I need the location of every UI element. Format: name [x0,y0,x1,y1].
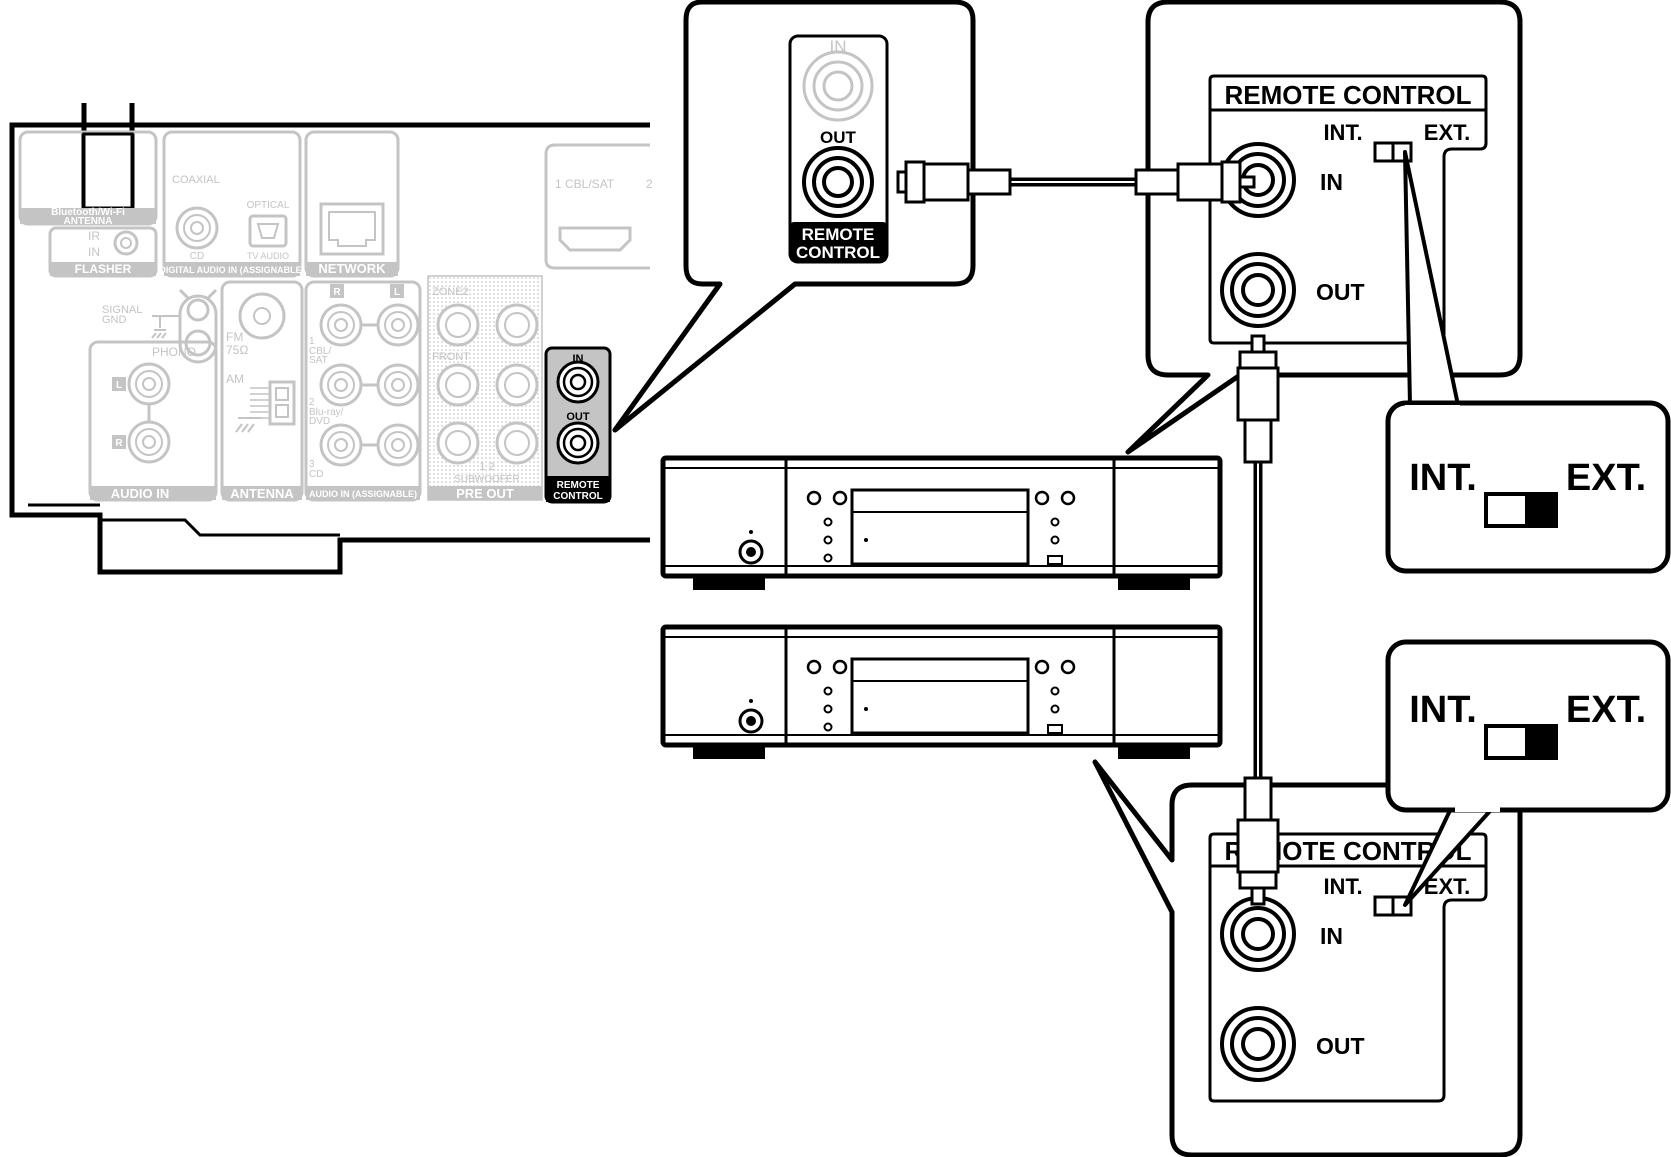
phono-r-label: R [115,438,123,449]
pre-out-label: PRE OUT [456,486,514,501]
fm-am-antenna: FM 75Ω AM ANTENNA [220,280,304,502]
digital-audio-in-section: COAXIAL CD OPTICAL TV AUDIO DIGITAL AUDI… [159,130,305,278]
device2-out-label: OUT [1316,1033,1365,1059]
am-label: AM [226,372,244,386]
bluetooth-wifi-antenna-terminal: Bluetooth/Wi-Fi ANTENNA [18,130,158,227]
switch-zoom-device1: INT. EXT. [1385,150,1671,574]
device1-ext-label: EXT. [1424,120,1470,145]
zoom1-int-label: INT. [1409,457,1477,499]
subwoofer-numbers: 1 2 [479,461,494,473]
device2-out-jack [1220,1006,1296,1082]
coaxial-label: COAXIAL [172,174,220,186]
signal-label: SIGNAL [102,304,142,316]
audio-in-assignable: R L 1 CBL/ SAT 2 Blu-ray/ DVD 3 CD [304,280,422,502]
hdmi-1-label: 1 CBL/SAT [555,177,615,191]
switch-zoom-device2: INT. EXT. [1385,639,1671,907]
phono-l-label: L [116,380,122,391]
phono-label: PHONO [152,345,196,359]
rc-out-label: OUT [566,411,590,423]
device1-rc-title: REMOTE CONTROL [1225,80,1472,110]
phono-audio-in: PHONO L R AUDIO IN [88,340,218,502]
receiver-rear-panel: Bluetooth/Wi-Fi ANTENNA IR IN FLASHER CO… [9,103,653,575]
src2-number: 2 [309,397,315,408]
ir-flasher-jack: IR IN FLASHER [48,226,158,278]
digital-audio-in-label: DIGITAL AUDIO IN (ASSIGNABLE) [159,265,304,275]
src1-name-b: SAT [309,355,328,366]
zoom1-int-ext-switch [1484,492,1558,528]
hdmi-inputs: 1 CBL/SAT 2 [544,143,653,270]
signal-gnd-terminal: SIGNAL GND [102,288,218,364]
src2-name-b: DVD [309,416,330,427]
ir-in-label: IN [88,245,100,259]
subwoofer-label: SUBWOOFER [454,474,520,485]
receiver-remote-control-terminal: IN OUT REMOTE CONTROL [544,346,612,504]
audio-l-label: L [394,287,400,298]
rc-in-label: IN [573,353,584,365]
cable-device1-to-device2 [1236,334,1280,906]
ir-label: IR [88,229,100,243]
rc-label-remote: REMOTE [557,480,600,491]
rc-label-control: CONTROL [553,491,602,502]
optical-label: OPTICAL [247,200,290,211]
callout-control-label: CONTROL [796,243,880,262]
tv-audio-label: TV AUDIO [247,251,289,261]
src1-number: 1 [309,336,315,347]
audio-r-label: R [333,287,341,298]
src2-name-a: Blu-ray/ [309,407,344,418]
flasher-label: FLASHER [75,262,132,276]
audio-in-label: AUDIO IN [111,486,170,501]
src3-name: CD [309,469,323,480]
audio-in-assignable-label: AUDIO IN (ASSIGNABLE) [309,489,417,499]
device2-int-label: INT. [1323,874,1362,899]
callout-out-label: OUT [820,128,857,147]
callout-device1-remote-control: REMOTE CONTROL INT. EXT. IN OUT [1125,0,1523,455]
zoom2-int-label: INT. [1409,689,1477,731]
device2-in-label: IN [1320,923,1343,949]
zoom2-ext-label: EXT. [1566,689,1646,731]
zone2-label: ZONE2 [432,286,469,298]
hdmi-2-label: 2 [646,177,653,191]
device1-out-label: OUT [1316,279,1365,305]
src1-name-a: CBL/ [309,346,331,357]
device1-out-jack [1220,252,1296,328]
zoom2-int-ext-switch [1484,724,1558,760]
external-device-2 [660,624,1223,759]
gnd-label: GND [102,314,127,326]
pre-out-section: ZONE2 FRONT 1 2 SUBWOOFER PRE OUT [427,275,543,501]
fm-label: FM [226,330,243,344]
src3-number: 3 [309,459,315,470]
antenna-section-label: ANTENNA [230,486,294,501]
callout-receiver-remote-control: IN OUT REMOTE CONTROL [612,0,976,433]
callout-remote-label: REMOTE [802,225,875,244]
cable-receiver-to-device1 [896,160,1256,204]
front-label: FRONT [432,351,470,363]
cd-label: CD [190,251,204,262]
device1-in-label: IN [1320,169,1343,195]
network-port: NETWORK [304,130,400,278]
fm-ohm-label: 75Ω [226,343,248,357]
antenna-label: ANTENNA [64,216,113,227]
zoom1-ext-label: EXT. [1566,457,1646,499]
external-device-1 [660,455,1223,590]
device1-int-label: INT. [1323,120,1362,145]
network-label: NETWORK [318,261,386,276]
bt-wifi-label: Bluetooth/Wi-Fi [51,207,125,218]
